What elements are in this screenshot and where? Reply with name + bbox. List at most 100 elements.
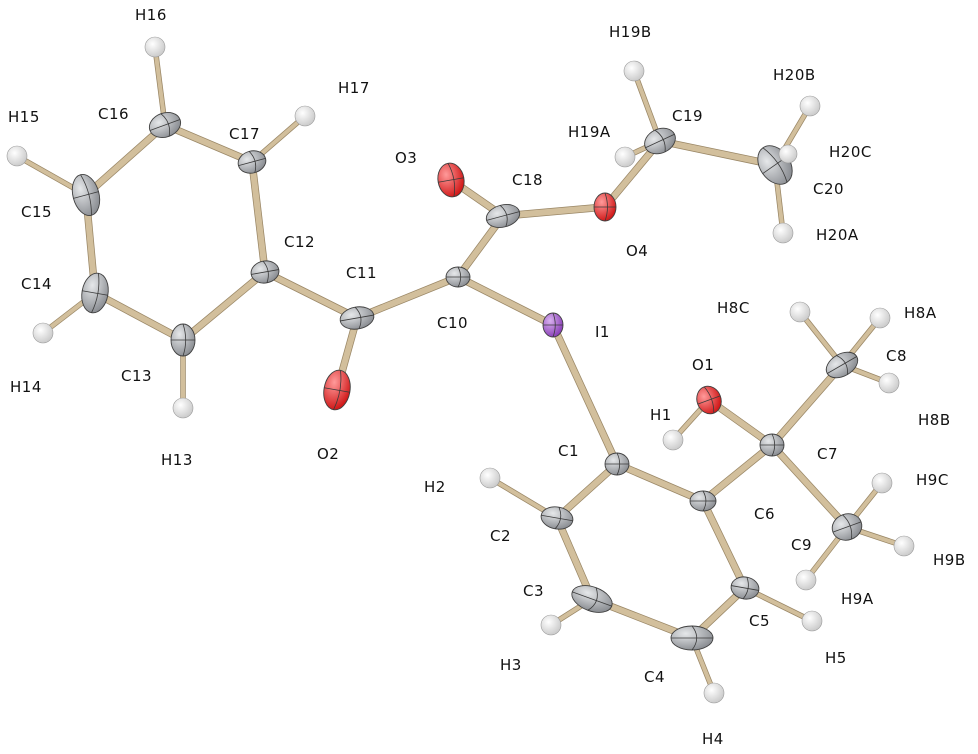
atom-label-h20a: H20A <box>816 226 859 244</box>
atom-h5-ellipsoid <box>801 610 823 632</box>
atom-c12 <box>250 260 280 284</box>
bond-C12-C13 <box>181 269 267 343</box>
atom-label-c16: C16 <box>98 105 129 123</box>
atom-label-h20c: H20C <box>829 143 872 161</box>
labels-layer: C1C2C3C4C5C6C7C8C9C10C11C12C13C14C15C16C… <box>8 6 965 748</box>
atom-h16 <box>144 36 166 58</box>
atom-c13 <box>170 323 196 357</box>
atom-label-h9c: H9C <box>916 471 949 489</box>
atom-label-c1: C1 <box>558 442 579 460</box>
atom-h3-ellipsoid <box>540 614 562 636</box>
atom-h8a <box>869 307 891 329</box>
atom-c16-axis-1 <box>149 119 181 131</box>
atom-h3 <box>540 614 562 636</box>
atom-c10-axis-2 <box>457 266 462 288</box>
atom-h19a-ellipsoid <box>614 146 636 168</box>
atom-label-o2: O2 <box>317 445 339 463</box>
atom-label-h8b: H8B <box>918 411 951 429</box>
atom-label-c3: C3 <box>523 582 544 600</box>
atom-label-h8c: H8C <box>717 299 750 317</box>
atom-c15-axis-1 <box>73 191 99 199</box>
atom-o1 <box>696 385 722 415</box>
atom-label-c17: C17 <box>229 125 260 143</box>
atom-label-h17: H17 <box>338 79 370 97</box>
atom-c16-axis-2 <box>160 113 170 137</box>
atom-c2-axis-1 <box>541 514 573 522</box>
atom-label-o1: O1 <box>692 356 714 374</box>
atom-c16 <box>148 112 182 138</box>
atom-c18 <box>485 204 521 228</box>
atom-label-h8a: H8A <box>904 304 937 322</box>
atom-label-h1: H1 <box>650 406 672 424</box>
bond-C13-C14 <box>93 290 185 343</box>
atom-h19b <box>623 60 645 82</box>
atom-o2-axis-2 <box>333 370 342 410</box>
atom-label-h19a: H19A <box>568 123 611 141</box>
atom-label-h20b: H20B <box>773 66 816 84</box>
atom-c1-axis-2 <box>616 452 621 476</box>
bond-C16-H16 <box>153 46 167 126</box>
bond-C1-C2 <box>554 461 620 521</box>
atom-h8c <box>789 301 811 323</box>
atom-c6 <box>689 490 717 512</box>
atom-c2 <box>540 506 574 530</box>
atom-c1 <box>604 452 630 476</box>
bond-C12-C11 <box>263 269 359 321</box>
atom-c14-axis-1 <box>82 290 108 296</box>
bond-C6-C1 <box>615 461 705 504</box>
atom-o2-axis-1 <box>324 387 350 393</box>
atom-h14-ellipsoid <box>32 322 54 344</box>
atom-h16-ellipsoid <box>144 36 166 58</box>
atom-h17-ellipsoid <box>294 105 316 127</box>
atoms-layer <box>6 36 915 704</box>
bond-C5-C6 <box>700 499 748 590</box>
atom-h5 <box>801 610 823 632</box>
atom-o1-axis-1 <box>697 395 721 405</box>
atom-h15 <box>6 145 28 167</box>
atom-o2 <box>323 369 351 411</box>
bond-C6-C7 <box>701 442 774 504</box>
atom-c9-axis-1 <box>832 521 862 533</box>
atom-c6-axis-2 <box>702 490 707 512</box>
atom-c19-axis-2 <box>654 129 666 152</box>
atom-h15-ellipsoid <box>6 145 28 167</box>
atom-o4 <box>593 192 617 222</box>
atom-h9b <box>893 535 915 557</box>
atom-h9a <box>795 569 817 591</box>
atom-o3 <box>437 162 465 198</box>
atom-c11-axis-2 <box>354 306 362 330</box>
atom-h9a-ellipsoid <box>795 569 817 591</box>
atom-label-c4: C4 <box>644 668 665 686</box>
bond-C10-I1 <box>456 274 555 328</box>
atom-h8b <box>878 372 900 394</box>
atom-h1 <box>662 429 684 451</box>
atom-c8 <box>825 351 859 379</box>
atom-c3-axis-1 <box>572 591 612 607</box>
atom-label-h5: H5 <box>825 649 847 667</box>
atom-label-c2: C2 <box>490 527 511 545</box>
atom-h8b-ellipsoid <box>878 372 900 394</box>
atom-h20a <box>772 222 794 244</box>
atom-h20a-ellipsoid <box>772 222 794 244</box>
atom-c13-axis-2 <box>182 323 187 357</box>
atom-label-h4: H4 <box>702 730 724 748</box>
bond-C19-C20 <box>659 138 776 168</box>
atom-label-h16: H16 <box>135 6 167 24</box>
atom-label-i1: I1 <box>595 323 610 341</box>
atom-h20b <box>799 95 821 117</box>
atom-label-h3: H3 <box>500 656 522 674</box>
atom-label-o3: O3 <box>395 149 417 167</box>
atom-c17-axis-1 <box>238 157 266 167</box>
atom-c10 <box>445 266 471 288</box>
atom-c5-axis-2 <box>742 577 749 600</box>
atom-h8a-ellipsoid <box>869 307 891 329</box>
atom-c14-axis-2 <box>91 273 100 313</box>
atom-c4-axis-2 <box>691 625 698 651</box>
atom-label-c18: C18 <box>512 171 543 189</box>
atom-c8-axis-1 <box>827 356 857 374</box>
atom-h17 <box>294 105 316 127</box>
atom-h9b-ellipsoid <box>893 535 915 557</box>
atom-h20c <box>778 144 798 164</box>
